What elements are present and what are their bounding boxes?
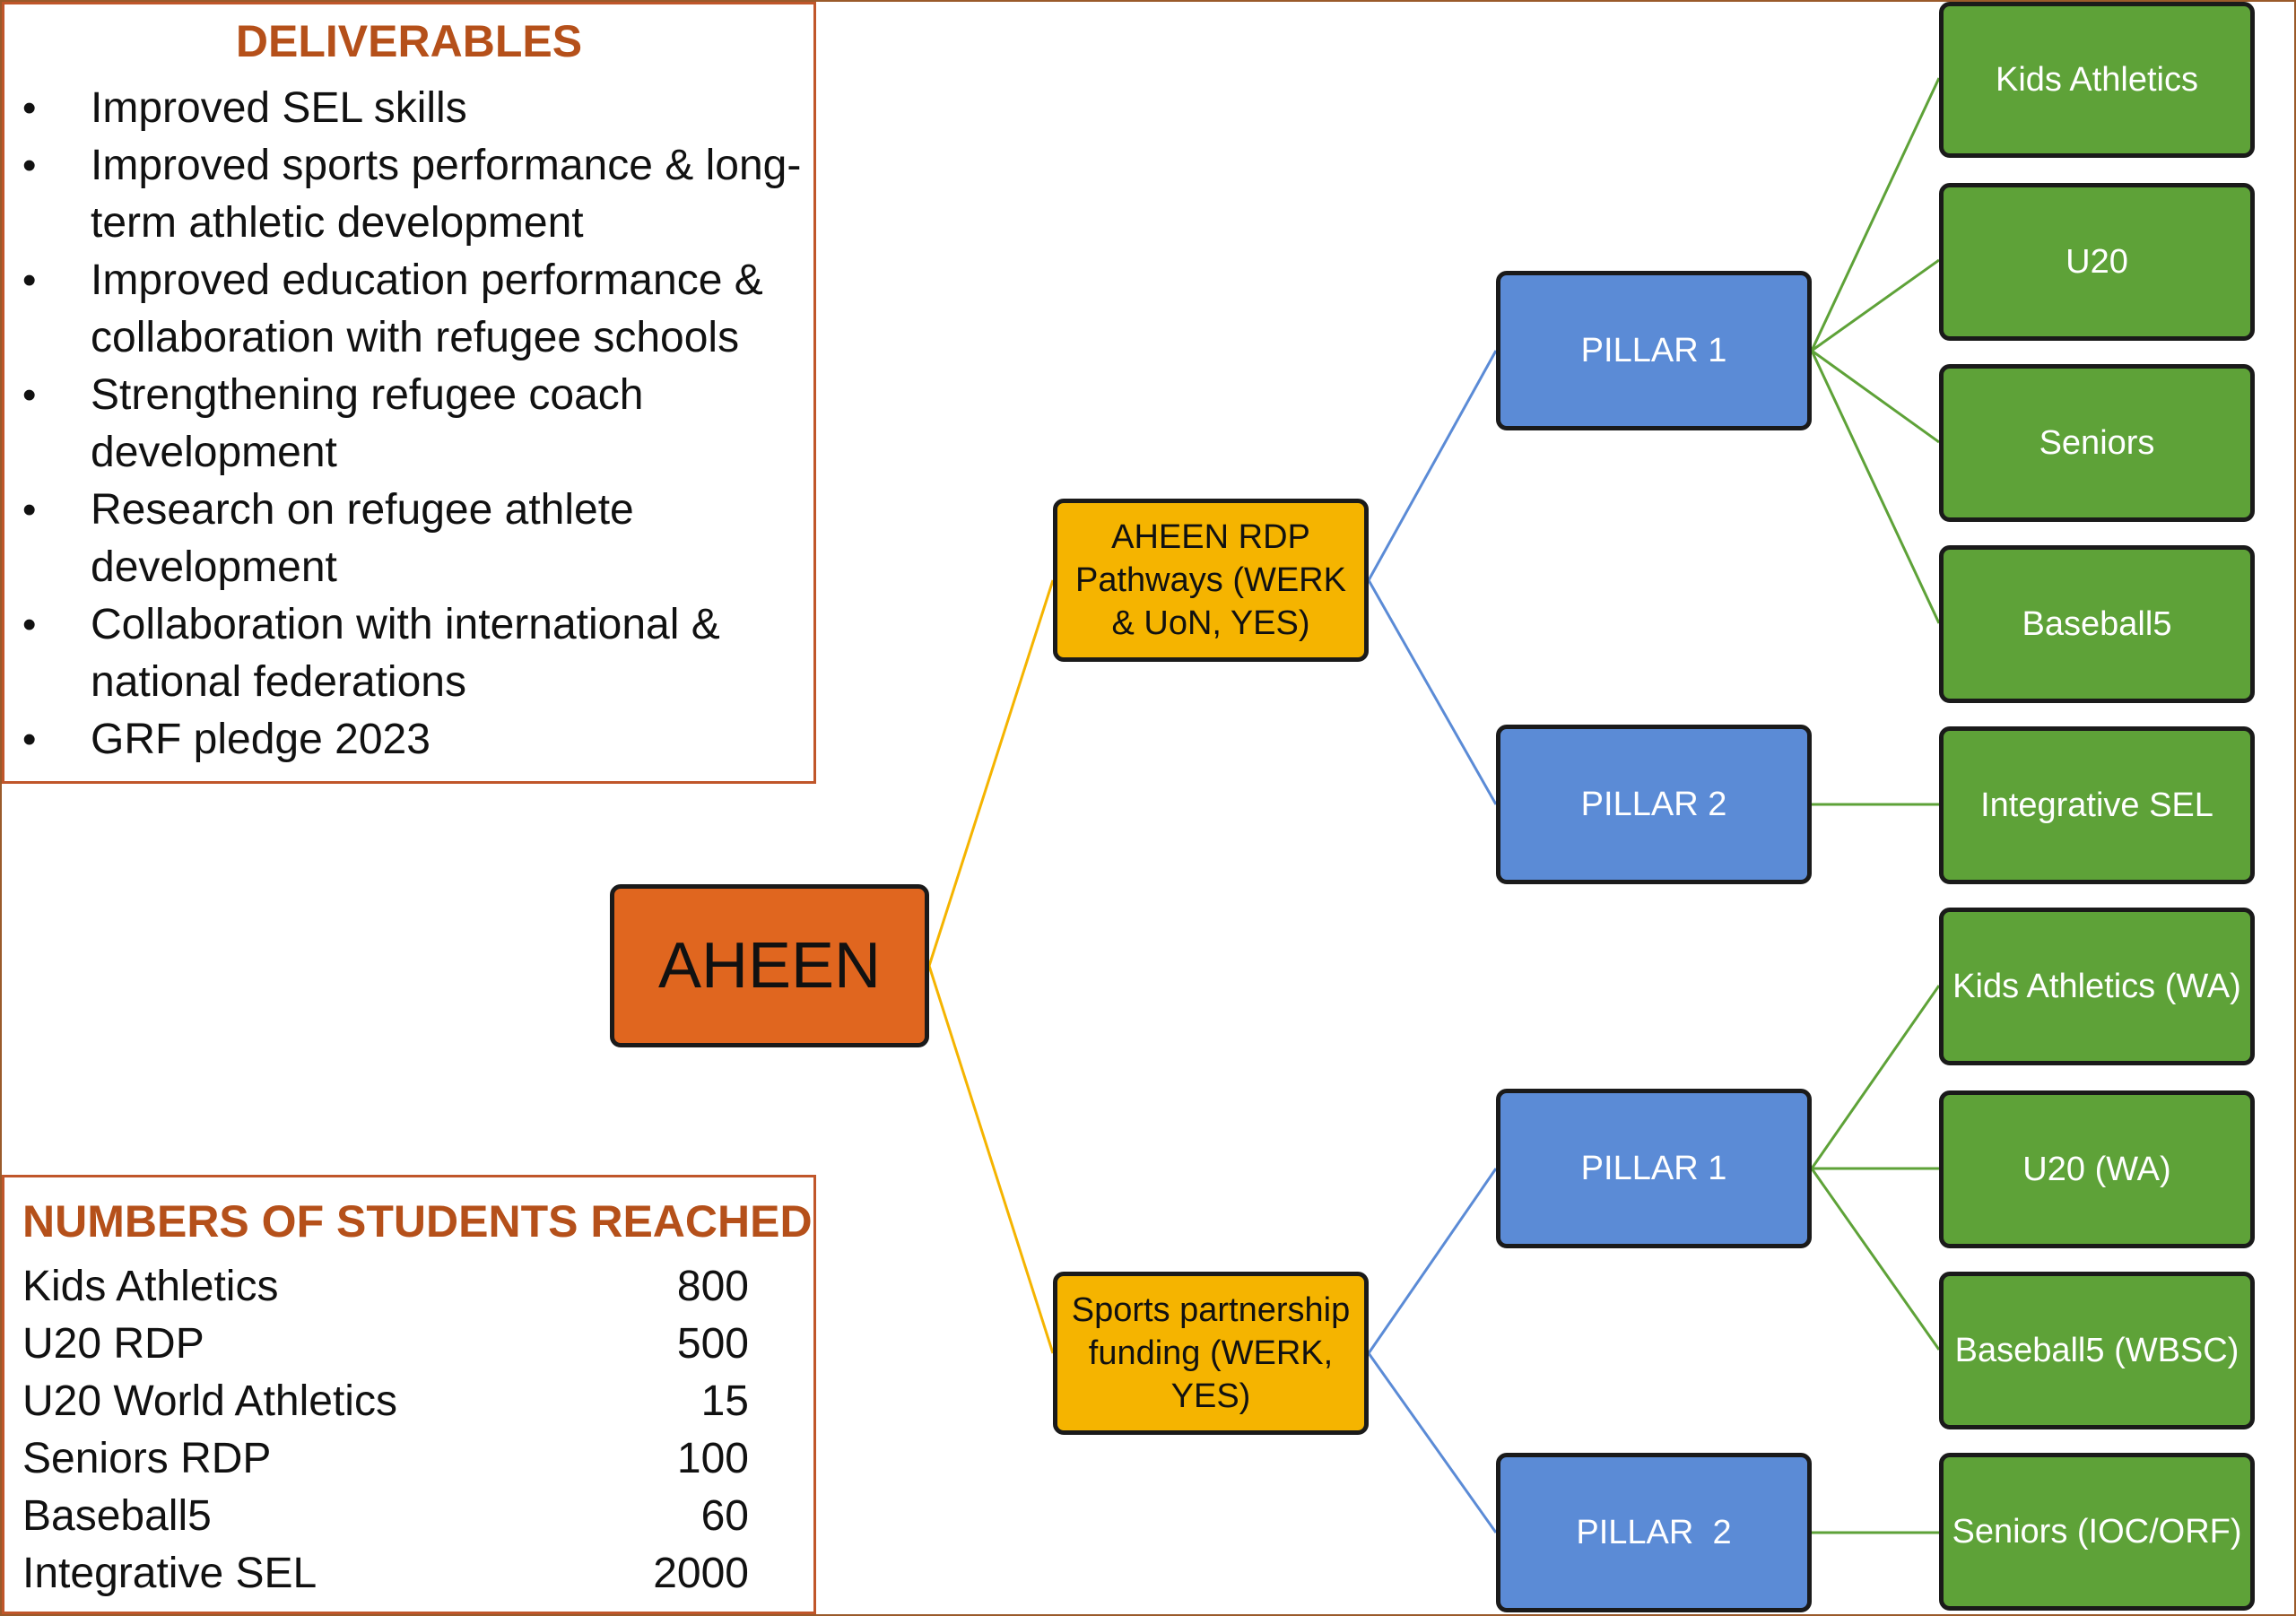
deliverable-item: • Improved education performance & collab… bbox=[4, 252, 803, 367]
leaf-node-baseball5: Baseball5 bbox=[1939, 545, 2255, 703]
deliverables-list: • Improved SEL skills • Improved sports pe… bbox=[4, 80, 803, 769]
deliverable-item: • GRF pledge 2023 bbox=[4, 711, 803, 769]
bullet-icon: • bbox=[22, 86, 37, 130]
deliverable-text: Improved sports performance & long-term … bbox=[91, 142, 802, 247]
row-label: Integrative SEL bbox=[22, 1550, 317, 1597]
deliverable-item: • Improved sports performance & long-term… bbox=[4, 137, 803, 252]
leaf-label: Baseball5 (WBSC) bbox=[1954, 1331, 2239, 1369]
connector-branch-b-pillar2 bbox=[1367, 1352, 1498, 1533]
students-reached-title: NUMBERS OF STUDENTS REACHED bbox=[22, 1196, 813, 1247]
row-value: 2000 bbox=[653, 1550, 749, 1597]
deliverable-text: Improved education performance & collabo… bbox=[91, 256, 763, 361]
bullet-icon: • bbox=[22, 603, 37, 647]
pillar-node-b1: PILLAR 1 bbox=[1496, 1089, 1812, 1248]
connector-root-branch-b bbox=[927, 965, 1055, 1354]
pillar-node-b2: PILLAR 2 bbox=[1496, 1453, 1812, 1612]
table-row: U20 RDP 500 bbox=[22, 1316, 749, 1373]
row-label: Kids Athletics bbox=[22, 1263, 279, 1310]
pillar-label: PILLAR 2 bbox=[1580, 785, 1727, 823]
row-label: U20 World Athletics bbox=[22, 1377, 397, 1425]
connector-branch-a-pillar2 bbox=[1367, 579, 1498, 805]
row-value: 60 bbox=[700, 1492, 749, 1540]
students-reached-panel: NUMBERS OF STUDENTS REACHED Kids Athleti… bbox=[2, 1175, 816, 1614]
connector-branch-b-pillar1 bbox=[1367, 1168, 1498, 1354]
leaf-node-integrative-sel: Integrative SEL bbox=[1939, 726, 2255, 884]
leaf-node-kids-athletics-wa: Kids Athletics (WA) bbox=[1939, 908, 2255, 1065]
table-row: Integrative SEL 2000 bbox=[22, 1545, 749, 1603]
leaf-label: Seniors (IOC/ORF) bbox=[1952, 1512, 2242, 1551]
pillar-label: PILLAR 1 bbox=[1580, 331, 1727, 369]
bullet-icon: • bbox=[22, 143, 37, 187]
deliverable-item: • Collaboration with international & nati… bbox=[4, 596, 803, 711]
deliverable-text: GRF pledge 2023 bbox=[91, 716, 430, 763]
leaf-label: U20 (WA) bbox=[2022, 1150, 2171, 1188]
leaf-node-baseball5-wbsc: Baseball5 (WBSC) bbox=[1939, 1272, 2255, 1429]
deliverable-item: • Research on refugee athlete development bbox=[4, 482, 803, 596]
deliverable-item: • Strengthening refugee coach development bbox=[4, 367, 803, 482]
row-label: Seniors RDP bbox=[22, 1435, 272, 1482]
pillar-label: PILLAR 2 bbox=[1576, 1513, 1732, 1551]
connector-root-branch-a bbox=[927, 579, 1055, 967]
branch-node-sports-partnership: Sports partnership funding (WERK, YES) bbox=[1053, 1272, 1369, 1435]
table-row: Baseball5 60 bbox=[22, 1488, 749, 1545]
leaf-node-u20: U20 bbox=[1939, 183, 2255, 341]
students-table: Kids Athletics 800 U20 RDP 500 U20 World A… bbox=[22, 1258, 749, 1603]
row-value: 15 bbox=[700, 1377, 749, 1425]
leaf-label: Kids Athletics bbox=[1996, 60, 2198, 99]
leaf-node-kids-athletics: Kids Athletics bbox=[1939, 2, 2255, 158]
leaf-label: Kids Athletics (WA) bbox=[1952, 967, 2241, 1005]
branch-node-label: AHEEN RDP Pathways (WERK & UoN, YES) bbox=[1075, 518, 1346, 642]
branch-node-rdp-pathways: AHEEN RDP Pathways (WERK & UoN, YES) bbox=[1053, 499, 1369, 662]
table-row: Seniors RDP 100 bbox=[22, 1430, 749, 1488]
deliverables-panel: DELIVERABLES • Improved SEL skills • Impro… bbox=[2, 2, 816, 784]
row-value: 500 bbox=[676, 1320, 749, 1368]
deliverable-text: Improved SEL skills bbox=[91, 84, 467, 132]
root-node-label: AHEEN bbox=[657, 930, 882, 1002]
table-row: U20 World Athletics 15 bbox=[22, 1373, 749, 1430]
leaf-label: Seniors bbox=[2039, 423, 2155, 462]
leaf-label: Baseball5 bbox=[2022, 604, 2172, 643]
pillar-label: PILLAR 1 bbox=[1580, 1149, 1727, 1187]
root-node-aheen: AHEEN bbox=[610, 884, 929, 1047]
bullet-icon: • bbox=[22, 717, 37, 761]
row-value: 800 bbox=[676, 1263, 749, 1310]
leaf-label: U20 bbox=[2066, 242, 2128, 281]
pillar-node-a2: PILLAR 2 bbox=[1496, 725, 1812, 884]
deliverable-text: Strengthening refugee coach development bbox=[91, 371, 644, 476]
row-value: 100 bbox=[676, 1435, 749, 1482]
pillar-node-a1: PILLAR 1 bbox=[1496, 271, 1812, 430]
connector-branch-a-pillar1 bbox=[1367, 350, 1498, 581]
row-label: Baseball5 bbox=[22, 1492, 212, 1540]
leaf-label: Integrative SEL bbox=[1980, 786, 2213, 824]
bullet-icon: • bbox=[22, 488, 37, 532]
table-row: Kids Athletics 800 bbox=[22, 1258, 749, 1316]
deliverables-title: DELIVERABLES bbox=[235, 16, 583, 66]
deliverable-item: • Improved SEL skills bbox=[4, 80, 803, 137]
leaf-node-seniors: Seniors bbox=[1939, 364, 2255, 522]
row-label: U20 RDP bbox=[22, 1320, 204, 1368]
deliverable-text: Collaboration with international & natio… bbox=[91, 601, 720, 706]
leaf-node-seniors-ioc-orf: Seniors (IOC/ORF) bbox=[1939, 1453, 2255, 1611]
bullet-icon: • bbox=[22, 373, 37, 417]
bullet-icon: • bbox=[22, 258, 37, 302]
leaf-node-u20-wa: U20 (WA) bbox=[1939, 1090, 2255, 1248]
branch-node-label: Sports partnership funding (WERK, YES) bbox=[1071, 1291, 1351, 1415]
deliverable-text: Research on refugee athlete development bbox=[91, 486, 634, 591]
